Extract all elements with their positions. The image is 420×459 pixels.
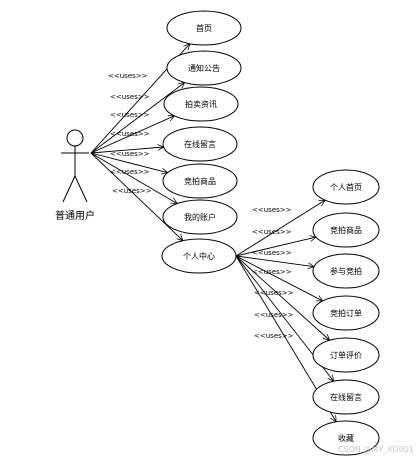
use-case-label-notice: 通知公告 — [188, 63, 220, 73]
sub-case-auction-order — [312, 295, 380, 331]
use-case-auction-goods — [162, 163, 238, 199]
use-case-home — [166, 10, 242, 46]
use-case-label-home: 首页 — [196, 23, 212, 33]
sub-case-label-online-message-2: 在线留言 — [330, 392, 362, 402]
association-online-message — [90, 147, 164, 154]
uses-label: <<uses>> — [252, 249, 292, 257]
sub-case-label-auction-goods-2: 竞拍商品 — [330, 225, 362, 235]
sub-case-label-auction-order: 竞拍订单 — [330, 308, 362, 318]
association-auction-goods-2 — [235, 237, 316, 257]
uses-label: <<uses>> — [110, 150, 150, 158]
actor-head — [66, 129, 84, 147]
actor-leg-right — [74, 175, 88, 203]
uses-label: <<uses>> — [112, 187, 152, 195]
uses-label: <<uses>> — [110, 111, 150, 119]
association-auction-order — [235, 255, 323, 302]
sub-case-favorites — [312, 420, 380, 456]
association-my-account — [90, 152, 177, 204]
use-case-personal-center — [161, 238, 237, 274]
use-case-auction-info — [163, 86, 239, 122]
sub-case-label-favorites: 收藏 — [338, 433, 354, 443]
use-case-my-account — [162, 199, 238, 235]
actor-associations — [90, 44, 190, 241]
use-case-label-auction-goods: 竞拍商品 — [184, 176, 216, 186]
sub-case-order-review — [312, 337, 380, 373]
association-auction-goods — [90, 152, 168, 173]
sub-case-personal-home — [312, 169, 380, 205]
uses-label: <<uses>> — [110, 168, 150, 176]
uses-label: <<uses>> — [252, 206, 292, 214]
sub-case-auction-goods-2 — [312, 212, 380, 248]
uses-label: <<uses>> — [254, 311, 294, 319]
sub-case-label-personal-home: 个人首页 — [330, 182, 362, 192]
sub-case-online-message-2 — [312, 379, 380, 415]
sub-case-join-auction — [312, 253, 380, 289]
actor-figure — [61, 129, 89, 203]
watermark: CSDN @MY_XD001 — [338, 445, 414, 454]
use-case-label-my-account: 我的账户 — [184, 212, 216, 222]
actor-name: 普通用户 — [55, 209, 95, 222]
association-notice — [90, 83, 185, 154]
association-order-review — [235, 255, 330, 340]
uses-label: <<uses>> — [252, 228, 292, 236]
association-join-auction — [235, 255, 314, 267]
use-case-label-online-message: 在线留言 — [184, 139, 216, 149]
sub-case-label-join-auction: 参与竞拍 — [330, 266, 362, 276]
association-personal-center — [90, 152, 183, 241]
association-personal-home — [235, 200, 325, 257]
actor-leg-left — [62, 175, 76, 203]
use-case-label-personal-center: 个人中心 — [183, 251, 215, 261]
association-auction-info — [90, 116, 174, 154]
uses-label: <<uses>> — [254, 332, 294, 340]
uses-label: <<uses>> — [108, 72, 148, 80]
uses-label: <<uses>> — [110, 93, 150, 101]
uses-label: <<uses>> — [252, 268, 292, 276]
sub-case-label-order-review: 订单评价 — [330, 350, 362, 360]
uses-labels: <<uses>> <<uses>> <<uses>> <<uses>> <<uses>>… — [108, 72, 294, 340]
use-case-notice — [166, 50, 242, 86]
uses-label: <<uses>> — [110, 130, 150, 138]
use-case-online-message — [162, 126, 238, 162]
use-case-label-auction-info: 拍卖资讯 — [185, 99, 217, 109]
uses-label: <<uses>> — [254, 289, 294, 297]
